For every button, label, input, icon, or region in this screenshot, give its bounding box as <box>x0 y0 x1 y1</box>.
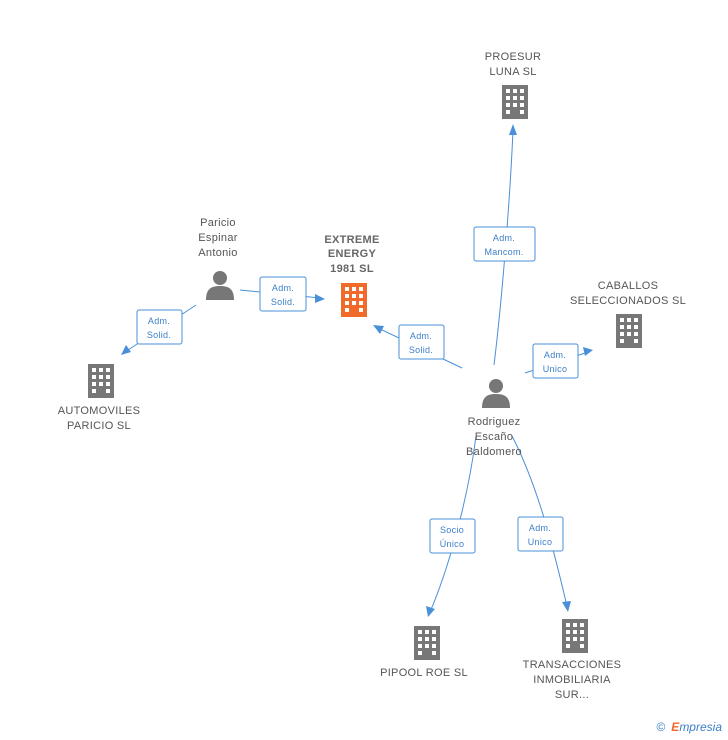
node-label: SUR... <box>555 689 589 701</box>
node-label: 1981 SL <box>330 263 374 275</box>
edge-label-line: Unico <box>528 537 553 547</box>
edge-label-rodriguez-proesur[interactable]: Adm. Mancom. <box>473 226 536 262</box>
arrow-extreme <box>315 294 325 303</box>
edge-label-line: Adm. <box>544 350 566 360</box>
empresia-watermark: © Empresia <box>656 720 722 734</box>
node-label: PROESUR <box>485 51 542 63</box>
node-label: Paricio <box>200 217 236 229</box>
node-label: Antonio <box>198 247 237 259</box>
building-icon <box>616 314 642 348</box>
node-label: Escaño <box>475 431 514 443</box>
edge-label-line: Solid. <box>271 297 295 307</box>
node-label: AUTOMOVILES <box>58 405 141 417</box>
edge-label-paricio-automoviles[interactable]: Adm. Solid. <box>136 309 183 345</box>
edge-label-rodriguez-pipool[interactable]: Socio Único <box>429 518 476 554</box>
node-label: SELECCIONADOS SL <box>570 295 686 307</box>
building-icon <box>562 619 588 653</box>
building-icon <box>414 626 440 660</box>
edge-label-paricio-extreme[interactable]: Adm. Solid. <box>259 276 307 312</box>
arrow-caballos <box>583 347 593 356</box>
edge-label-line: Adm. <box>529 523 551 533</box>
arrow-transacciones <box>562 601 571 612</box>
company-node-automoviles[interactable]: AUTOMOVILES PARICIO SL <box>58 364 141 432</box>
person-icon <box>206 271 234 300</box>
edge-label-rodriguez-extreme[interactable]: Adm. Solid. <box>398 324 445 360</box>
node-label: CABALLOS <box>598 280 658 292</box>
edge-label-line: Único <box>440 539 465 549</box>
brand-name: mpresia <box>679 720 722 734</box>
edge-label-line: Mancom. <box>484 247 523 257</box>
node-label: PARICIO SL <box>67 420 131 432</box>
company-node-caballos[interactable]: CABALLOS SELECCIONADOS SL <box>570 280 686 348</box>
brand-initial: E <box>671 720 680 734</box>
edge-label-rodriguez-transacciones[interactable]: Adm. Unico <box>517 516 564 552</box>
node-label: Espinar <box>198 232 237 244</box>
company-node-transacciones[interactable]: TRANSACCIONES INMOBILIARIA SUR... <box>523 619 622 701</box>
person-icon <box>482 379 510 408</box>
node-label: TRANSACCIONES <box>523 659 622 671</box>
node-label: INMOBILIARIA <box>533 674 611 686</box>
company-node-proesur[interactable]: PROESUR LUNA SL <box>485 51 542 119</box>
copyright-icon: © <box>656 720 666 734</box>
node-label: ENERGY <box>328 248 377 260</box>
person-node-paricio[interactable]: Paricio Espinar Antonio <box>198 217 237 300</box>
arrow-proesur <box>509 124 517 135</box>
company-node-extreme[interactable]: EXTREME ENERGY 1981 SL <box>324 234 379 317</box>
edge-label-line: Adm. <box>148 316 170 326</box>
node-label: Baldomero <box>466 446 522 458</box>
building-icon <box>88 364 114 398</box>
edge-label-rodriguez-caballos[interactable]: Adm. Unico <box>532 343 579 379</box>
arrow-automoviles <box>121 345 131 355</box>
edge-label-line: Solid. <box>147 330 171 340</box>
edge-label-line: Adm. <box>272 283 294 293</box>
edge-label-line: Unico <box>543 364 568 374</box>
edge-label-line: Socio <box>440 525 464 535</box>
node-label: EXTREME <box>324 234 379 246</box>
node-label: LUNA SL <box>489 66 536 78</box>
node-label: Rodriguez <box>468 416 521 428</box>
building-icon <box>502 85 528 119</box>
edge-label-line: Solid. <box>409 345 433 355</box>
edge-label-line: Adm. <box>410 331 432 341</box>
building-icon-main <box>341 283 367 317</box>
edge-label-line: Adm. <box>493 233 515 243</box>
person-node-rodriguez[interactable]: Rodriguez Escaño Baldomero <box>466 379 522 458</box>
node-label: PIPOOL ROE SL <box>380 667 468 679</box>
arrow-extreme-2 <box>373 325 384 334</box>
arrow-pipool <box>426 606 435 617</box>
company-node-pipool[interactable]: PIPOOL ROE SL <box>380 626 468 679</box>
